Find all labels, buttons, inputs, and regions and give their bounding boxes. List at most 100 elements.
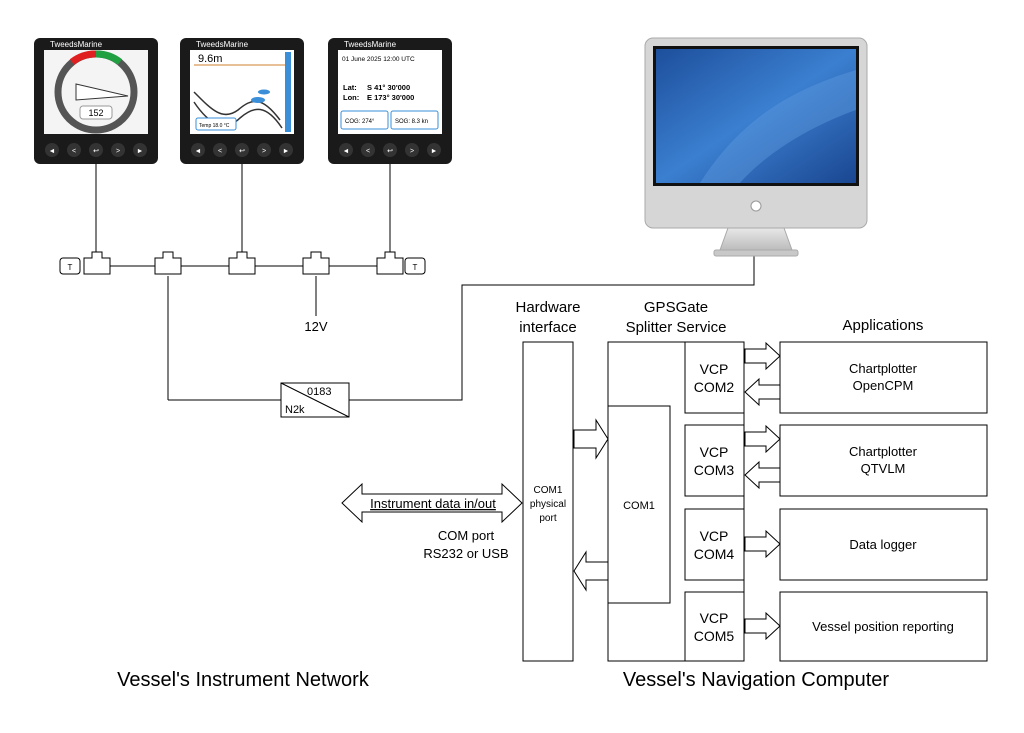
- wind-arc-green: [95, 50, 123, 65]
- display-buttons: ◄ < ↩ > ►: [45, 143, 147, 157]
- terminator-label: T: [413, 263, 418, 272]
- t-connector: [302, 251, 330, 275]
- button-label: ↩: [239, 148, 245, 155]
- t-connector: [376, 251, 404, 275]
- app-qtvlm-box[interactable]: [779, 424, 988, 497]
- app-line1: Chartplotter: [849, 444, 918, 459]
- depth-value: 9.6m: [198, 53, 222, 65]
- brand-logo-text: TweedsMarine: [196, 40, 249, 49]
- arrow-com3-to-app: [744, 424, 781, 454]
- vcp-com-label: COM5: [694, 628, 735, 644]
- cog-value: COG: 274°: [345, 119, 375, 125]
- arrow-hardware-to-gpsgate: [573, 418, 609, 460]
- app-line2: QTVLM: [861, 461, 906, 476]
- vcp-com-label: COM2: [694, 379, 735, 395]
- lat-value: S 41° 30'000: [367, 83, 410, 92]
- arrow-gpsgate-to-hardware: [573, 550, 609, 592]
- button-label: <: [366, 148, 370, 155]
- app-line1: Vessel position reporting: [812, 619, 954, 634]
- button-label: ►: [283, 148, 290, 155]
- button-label: >: [116, 148, 120, 155]
- instrument-data-arrow: [341, 482, 523, 524]
- arrow-app-to-com3: [744, 460, 781, 490]
- monitor-base: [713, 249, 799, 257]
- button-label: ↩: [387, 148, 393, 155]
- button-next-page[interactable]: [427, 143, 441, 157]
- seabed-profile: [193, 91, 281, 121]
- t-connectors: [83, 251, 404, 275]
- button-label: ◄: [49, 148, 56, 155]
- button-next-page[interactable]: [279, 143, 293, 157]
- arrow-com4-to-app: [744, 529, 781, 559]
- button-left[interactable]: [361, 143, 375, 157]
- terminator-left: [59, 257, 81, 275]
- gpsgate-header-line2: Splitter Service: [626, 319, 727, 336]
- button-label: ►: [431, 148, 438, 155]
- sog-box: [390, 110, 439, 130]
- vcp-ports: VCP COM2 VCP COM3 VCP COM4 VCP COM5: [684, 341, 745, 662]
- button-enter[interactable]: [235, 143, 249, 157]
- button-right[interactable]: [405, 143, 419, 157]
- brand-logo-text: TweedsMarine: [50, 40, 103, 49]
- wind-value-box: [79, 105, 113, 120]
- cog-box: [340, 110, 389, 130]
- app-opencpn-box[interactable]: [779, 341, 988, 414]
- vcp-com5-box: [684, 591, 745, 662]
- vcp-label: VCP: [700, 361, 729, 377]
- com1-physical-line1: COM1: [534, 485, 563, 496]
- app-line1: Chartplotter: [849, 361, 918, 376]
- gpsgate-header-line1: GPSGate: [644, 299, 708, 316]
- wind-arc-red: [69, 50, 97, 65]
- vcp-com2-box: [684, 341, 745, 414]
- display-buttons: ◄ < ↩ > ►: [191, 143, 293, 157]
- vcp-label: VCP: [700, 610, 729, 626]
- wind-value: 152: [88, 108, 103, 118]
- instrument-data-label: Instrument data in/out: [370, 496, 496, 511]
- app-line2: OpenCPM: [853, 378, 914, 393]
- temp-box: [195, 117, 237, 131]
- button-next-page[interactable]: [133, 143, 147, 157]
- button-prev-page[interactable]: [339, 143, 353, 157]
- nmea-gateway: 0183 N2k: [280, 382, 350, 418]
- depth-scale-bar: [285, 52, 291, 132]
- button-left[interactable]: [213, 143, 227, 157]
- gateway-divider: [280, 382, 350, 418]
- fish-icon: [251, 97, 265, 103]
- wind-needle: [75, 83, 129, 101]
- button-left[interactable]: [67, 143, 81, 157]
- button-label: ►: [137, 148, 144, 155]
- button-enter[interactable]: [383, 143, 397, 157]
- brand-logo-text: TweedsMarine: [344, 40, 397, 49]
- button-prev-page[interactable]: [45, 143, 59, 157]
- gateway-label-0183: 0183: [307, 386, 331, 398]
- com-port-label: COM port: [438, 528, 495, 543]
- app-position-reporting-box[interactable]: [779, 591, 988, 662]
- hardware-header-line1: Hardware: [515, 299, 580, 316]
- vcp-label: VCP: [700, 444, 729, 460]
- button-label: >: [410, 148, 414, 155]
- com1-physical-line3: port: [539, 513, 556, 524]
- t-connector: [154, 251, 182, 275]
- fish-icon: [258, 89, 270, 95]
- arrow-com2-to-app: [744, 341, 781, 371]
- t-connector: [228, 251, 256, 275]
- hardware-interface-box: [522, 341, 574, 662]
- button-right[interactable]: [257, 143, 271, 157]
- lon-label: Lon:: [343, 93, 359, 102]
- gpsgate-com1-box: [607, 405, 671, 604]
- terminator-label: T: [68, 263, 73, 272]
- button-prev-page[interactable]: [191, 143, 205, 157]
- app-data-logger-box[interactable]: [779, 508, 988, 581]
- button-enter[interactable]: [89, 143, 103, 157]
- button-right[interactable]: [111, 143, 125, 157]
- t-connector: [83, 251, 111, 275]
- button-label: ◄: [195, 148, 202, 155]
- instrument-display-position: TweedsMarine 01 June 2025 12:00 UTC Lat:…: [328, 38, 452, 164]
- vcp-app-arrows: [744, 341, 781, 641]
- rs232-usb-label: RS232 or USB: [423, 546, 508, 561]
- serial-cable-to-computer: [349, 256, 755, 401]
- caption-instrument-network: Vessel's Instrument Network: [117, 669, 370, 691]
- temp-value: Temp 18.0 °C: [199, 123, 230, 129]
- app-line1: Data logger: [849, 537, 917, 552]
